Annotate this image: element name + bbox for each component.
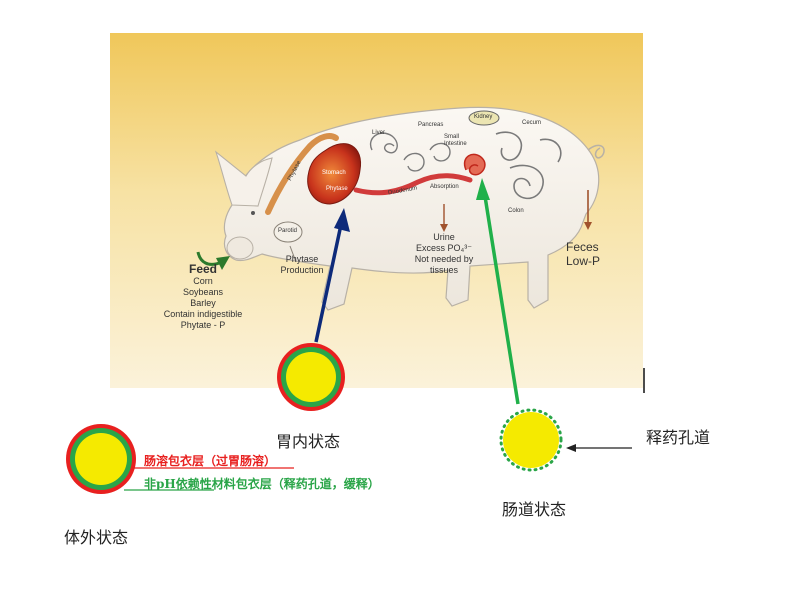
intestine-state-arrow [482, 189, 520, 405]
absorption-label: Absorption [430, 184, 459, 190]
small-intestine-label: Small Intestine [444, 134, 467, 147]
pancreas-label: Pancreas [418, 122, 444, 128]
intestine-state-arrow-head [476, 178, 490, 200]
feces-label: Feces Low-P [566, 240, 610, 268]
urine-line: tissues [429, 265, 458, 275]
stomach-label: Stomach [322, 170, 346, 176]
intestine-state-pellet-core [503, 412, 559, 468]
pig-snout [226, 236, 254, 260]
kidney-organ [468, 110, 500, 126]
small-intestine-coils [369, 132, 451, 172]
liver-label: Liver [372, 130, 386, 136]
feces-arrow-head [584, 222, 592, 230]
feces-line: Low-P [566, 254, 601, 268]
phytase-production-label: Phytase Production [272, 254, 332, 276]
feed-line: Soybeans [182, 287, 224, 297]
colon-label: Colon [508, 208, 524, 214]
intestine-state-pellet-channels [499, 408, 563, 472]
phytase-stomach-label: Phytase [326, 186, 348, 192]
feed-label: Feed Corn Soybeans Barley Contain indige… [160, 262, 246, 331]
enteric-coating-annotation: 肠溶包衣层（过胃肠溶） [144, 454, 277, 468]
feed-title: Feed [188, 262, 217, 276]
stomach-state-arrow [314, 219, 344, 343]
feces-line: Feces [566, 240, 599, 254]
urine-line: Not needed by [414, 254, 474, 264]
urine-line: Excess PO₄³⁻ [416, 243, 472, 253]
feed-line: Phytate - P [180, 320, 226, 330]
urine-line: Urine [433, 232, 455, 242]
esophagus [265, 133, 339, 215]
duodenum-tube [353, 173, 473, 196]
release-channel-label: 释药孔道 [646, 428, 711, 447]
stomach-state-arrow-head [334, 208, 350, 232]
cecum-label: Cecum [522, 120, 542, 126]
urine-label: Urine Excess PO₄³⁻ Not needed by tissues [396, 232, 492, 276]
parotid-label: Parotid [278, 228, 298, 234]
phytase-production-line: Phytase [285, 254, 319, 264]
outside-state-label: 体外状态 [64, 528, 129, 547]
release-channel-arrow-head [566, 444, 576, 452]
stomach-organ [307, 143, 362, 205]
phytase-production-line: Production [280, 265, 324, 275]
kidney-label: Kidney [474, 114, 493, 120]
phytase-production-arrow [289, 245, 297, 263]
parotid-gland [273, 221, 303, 243]
feed-arrow-head [216, 256, 230, 270]
ph-independent-coating-annotation: 非pH依赖性材料包衣层（释药孔道，缓释） [144, 477, 380, 491]
feed-line: Corn [193, 276, 213, 286]
pig-head [214, 150, 273, 207]
absorption-coil [463, 153, 486, 176]
stomach-state-label: 胃内状态 [276, 432, 341, 451]
colon-coils [495, 131, 562, 200]
intestine-state-label: 肠道状态 [502, 500, 567, 519]
feed-line: Contain indigestible [163, 309, 243, 319]
stomach-state-pellet-core [286, 352, 336, 402]
outside-state-pellet-core [75, 433, 127, 485]
feed-line: Barley [190, 298, 216, 308]
pig-eye [251, 211, 255, 215]
pig-tail [587, 144, 605, 159]
urine-arrow-head [440, 224, 448, 232]
